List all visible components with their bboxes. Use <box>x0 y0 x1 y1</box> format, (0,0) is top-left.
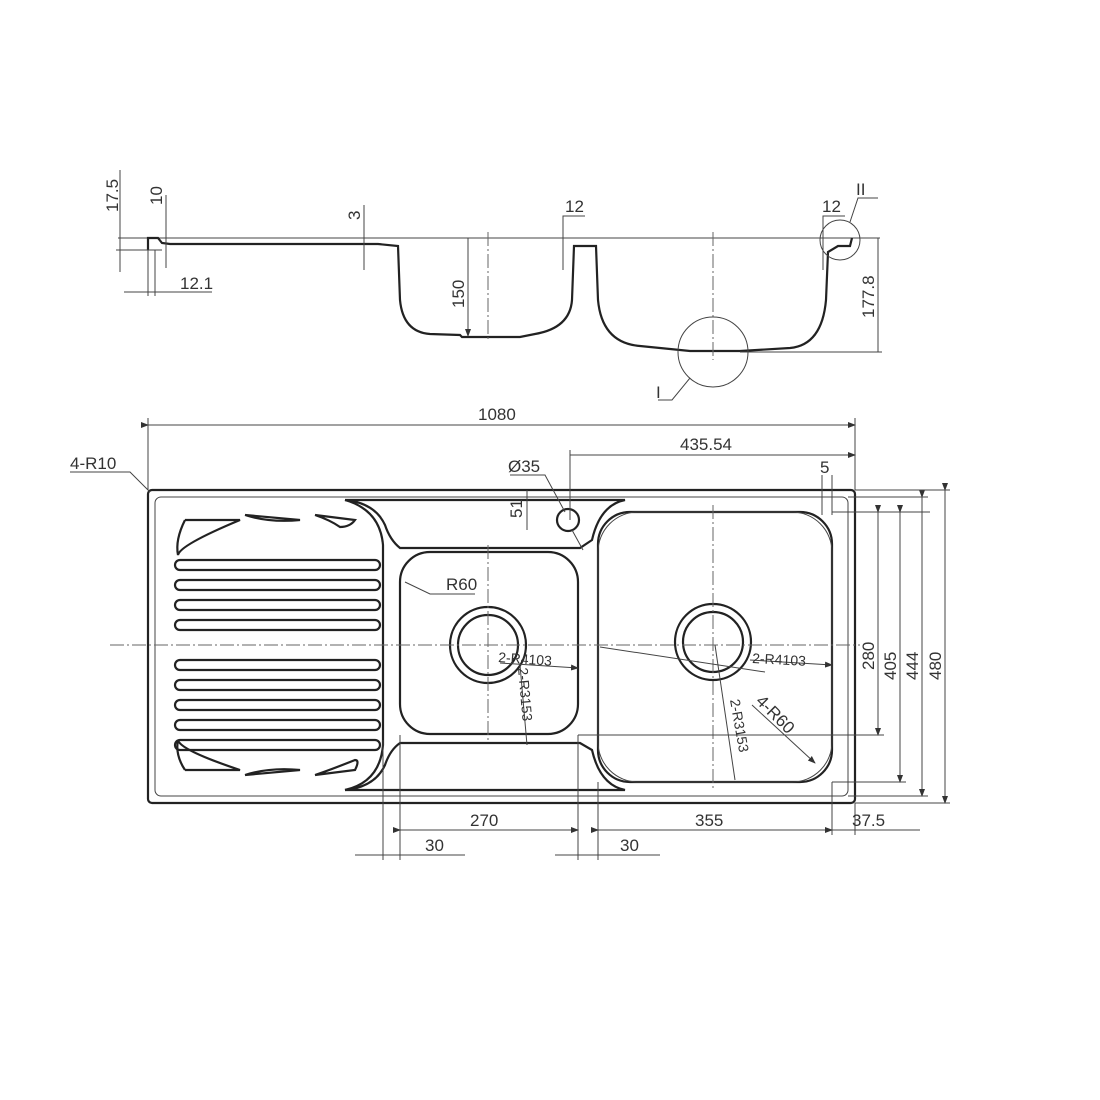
dim-4-r10: 4-R10 <box>70 454 116 473</box>
section-view: I II 17.5 10 12.1 3 150 12 12 177.8 <box>103 170 882 402</box>
dim-r3153-right: 2-R3153 <box>727 698 752 754</box>
dim-435-54: 435.54 <box>680 435 732 454</box>
dim-4-r60: 4-R60 <box>752 691 798 737</box>
dim-150: 150 <box>449 280 468 308</box>
small-bowl <box>398 550 580 736</box>
plan-view: 1080 435.54 5 4-R10 Ø35 51 R60 2-R4103 2… <box>70 405 950 860</box>
dim-r4103-right: 2-R4103 <box>752 650 807 669</box>
dim-37-5: 37.5 <box>852 811 885 830</box>
sink-profile <box>146 236 854 353</box>
dim-1080: 1080 <box>478 405 516 424</box>
drainboard-grooves <box>173 513 382 777</box>
dim-355: 355 <box>695 811 723 830</box>
dim-3: 3 <box>345 211 364 220</box>
dim-444: 444 <box>903 652 922 680</box>
dim-r4103-left: 2-R4103 <box>498 649 553 669</box>
dim-177-8: 177.8 <box>859 275 878 318</box>
dim-diameter-35: Ø35 <box>508 457 540 476</box>
dim-10: 10 <box>147 186 166 205</box>
dim-480: 480 <box>926 652 945 680</box>
dim-270: 270 <box>470 811 498 830</box>
dim-r3153-left: 2-R3153 <box>515 667 536 722</box>
detail-label-2: II <box>856 180 865 199</box>
sink-outline <box>146 488 857 805</box>
dim-r60-small: R60 <box>446 575 477 594</box>
dim-280: 280 <box>859 642 878 670</box>
dim-30-right: 30 <box>620 836 639 855</box>
detail-label-1: I <box>656 383 661 402</box>
dim-51: 51 <box>507 499 526 518</box>
dim-12-divider: 12 <box>565 197 584 216</box>
dim-5: 5 <box>820 458 829 477</box>
tap-hole <box>555 507 581 533</box>
dim-30-left: 30 <box>425 836 444 855</box>
dim-17-5: 17.5 <box>103 179 122 212</box>
dim-12-rim: 12 <box>822 197 841 216</box>
detail-circle-2 <box>819 219 861 261</box>
dim-405: 405 <box>881 652 900 680</box>
dim-12-1: 12.1 <box>180 274 213 293</box>
